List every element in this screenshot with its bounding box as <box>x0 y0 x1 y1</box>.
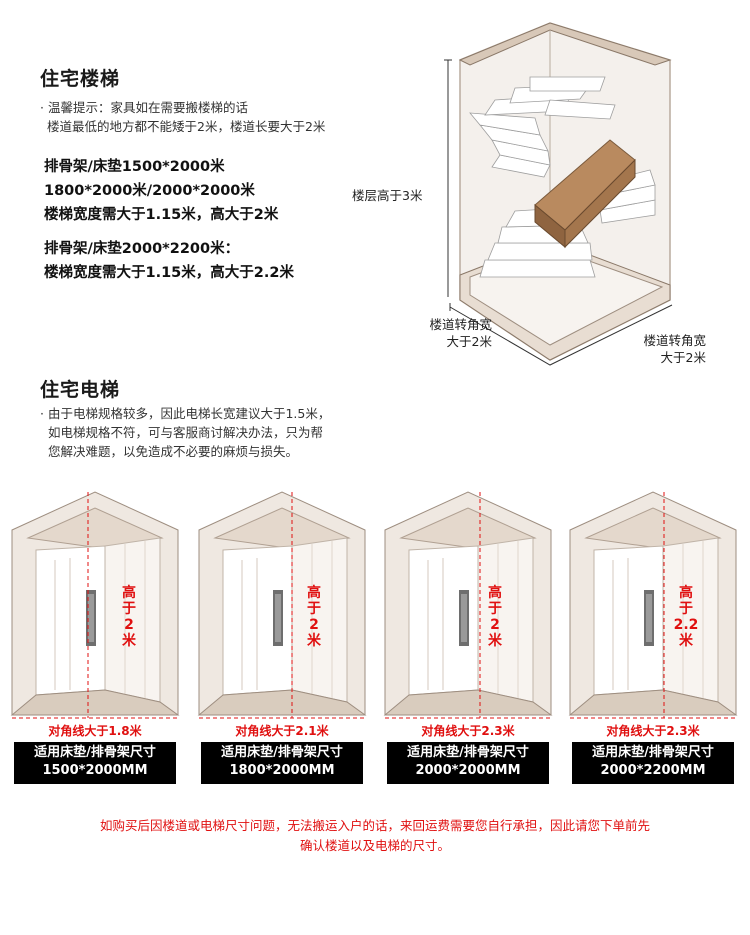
height-char: 2 <box>124 617 134 633</box>
diagonal-label-2: 对角线大于2.1米 <box>232 724 332 738</box>
stairs-spec-1-line-3: 楼梯宽度需大于1.15米，高大于2米 <box>44 207 279 223</box>
elevator-note-line-3: 您解决难题，以免造成不必要的麻烦与损失。 <box>48 444 299 459</box>
elevator-illustration-3 <box>383 491 553 719</box>
height-label-2: 高 于 2 米 <box>303 585 325 649</box>
diagonal-label-1: 对角线大于1.8米 <box>45 724 145 738</box>
spec-box-title: 适用床垫/排骨架尺寸 <box>592 745 714 760</box>
elevator-title: 住宅电梯 <box>40 379 121 401</box>
elevator-note-line-2: 如电梯规格不符，可与客服商讨解决办法，只为帮 <box>48 425 324 440</box>
elevator-illustration-1 <box>10 491 180 719</box>
height-char: 高 <box>488 585 502 601</box>
stairs-spec-2: 排骨架/床垫2000*2200米： 楼梯宽度需大于1.15米，高大于2.2米 <box>44 237 294 285</box>
stairs-spec-1-line-1: 排骨架/床垫1500*2000米 <box>44 159 225 175</box>
diagonal-label-4: 对角线大于2.3米 <box>603 724 703 738</box>
height-char: 高 <box>307 585 321 601</box>
diagonal-wrap-3: 对角线大于2.3米 <box>383 720 553 739</box>
elevator-card-1: 高 于 2 米 对角线大于1.8米 适用床垫/排骨架尺寸 1500*2000MM <box>10 490 180 790</box>
stairs-tip-line-1: · 温馨提示：家具如在需要搬楼梯的话 <box>40 100 248 115</box>
elevator-note-line-1: · 由于电梯规格较多，因此电梯长宽建议大于1.5米， <box>40 406 331 421</box>
height-char: 高 <box>679 585 693 601</box>
height-char: 米 <box>122 633 136 649</box>
spec-box-title: 适用床垫/排骨架尺寸 <box>34 745 156 760</box>
spec-box-2: 适用床垫/排骨架尺寸 1800*2000MM <box>201 742 363 784</box>
corner-width-left-line-2: 大于2米 <box>446 334 492 349</box>
height-char: 米 <box>307 633 321 649</box>
height-char: 于 <box>679 601 693 617</box>
footer-line-1: 如购买后因楼道或电梯尺寸问题，无法搬运入户的话，来回运费需要您自行承担，因此请您… <box>99 818 650 833</box>
height-char: 米 <box>679 633 693 649</box>
diagonal-wrap-1: 对角线大于1.8米 <box>10 720 180 739</box>
elevator-illustration-4 <box>568 491 738 719</box>
spec-box-size: 2000*2200MM <box>600 763 706 778</box>
floor-height-label: 楼层高于3米 <box>352 188 423 203</box>
height-label-3: 高 于 2 米 <box>484 585 506 649</box>
height-char: 2.2 <box>673 617 699 633</box>
elevator-illustration-2 <box>197 491 367 719</box>
spec-box-4: 适用床垫/排骨架尺寸 2000*2200MM <box>572 742 734 784</box>
stairs-title: 住宅楼梯 <box>40 68 121 90</box>
corner-width-right: 楼道转角宽 大于2米 <box>626 332 706 366</box>
stairs-spec-2-line-1: 排骨架/床垫2000*2200米： <box>44 241 240 257</box>
corner-width-right-line-2: 大于2米 <box>660 350 706 365</box>
stairwell-illustration <box>444 22 673 366</box>
stairs-spec-1-line-2: 1800*2000米/2000*2000米 <box>44 183 255 199</box>
height-char: 米 <box>488 633 502 649</box>
diagonal-wrap-4: 对角线大于2.3米 <box>568 720 738 739</box>
height-char: 高 <box>122 585 136 601</box>
spec-box-title: 适用床垫/排骨架尺寸 <box>221 745 343 760</box>
height-label-4: 高 于 2.2 米 <box>671 585 701 649</box>
diagonal-wrap-2: 对角线大于2.1米 <box>197 720 367 739</box>
corner-width-left-line-1: 楼道转角宽 <box>429 317 492 332</box>
corner-width-right-line-1: 楼道转角宽 <box>643 333 706 348</box>
spec-box-1: 适用床垫/排骨架尺寸 1500*2000MM <box>14 742 176 784</box>
stairs-tip: · 温馨提示：家具如在需要搬楼梯的话 楼道最低的地方都不能矮于2米，楼道长要大于… <box>40 98 325 136</box>
spec-box-size: 1800*2000MM <box>229 763 335 778</box>
spec-box-size: 1500*2000MM <box>42 763 148 778</box>
corner-width-left: 楼道转角宽 大于2米 <box>412 316 492 350</box>
spec-box-3: 适用床垫/排骨架尺寸 2000*2000MM <box>387 742 549 784</box>
height-char: 于 <box>488 601 502 617</box>
height-char: 2 <box>490 617 500 633</box>
elevator-card-4: 高 于 2.2 米 对角线大于2.3米 适用床垫/排骨架尺寸 2000*2200… <box>568 490 738 790</box>
stairs-tip-line-2: 楼道最低的地方都不能矮于2米，楼道长要大于2米 <box>47 119 326 134</box>
height-char: 2 <box>309 617 319 633</box>
spec-box-size: 2000*2000MM <box>415 763 521 778</box>
footer-notice: 如购买后因楼道或电梯尺寸问题，无法搬运入户的话，来回运费需要您自行承担，因此请您… <box>20 816 730 856</box>
height-char: 于 <box>122 601 136 617</box>
stairs-spec-2-line-2: 楼梯宽度需大于1.15米，高大于2.2米 <box>44 265 294 281</box>
spec-box-title: 适用床垫/排骨架尺寸 <box>407 745 529 760</box>
elevator-card-2: 高 于 2 米 对角线大于2.1米 适用床垫/排骨架尺寸 1800*2000MM <box>197 490 367 790</box>
elevator-card-3: 高 于 2 米 对角线大于2.3米 适用床垫/排骨架尺寸 2000*2000MM <box>383 490 553 790</box>
elevator-note: · 由于电梯规格较多，因此电梯长宽建议大于1.5米， 如电梯规格不符，可与客服商… <box>40 404 330 461</box>
diagonal-label-3: 对角线大于2.3米 <box>418 724 518 738</box>
height-label-1: 高 于 2 米 <box>118 585 140 649</box>
stairs-spec-1: 排骨架/床垫1500*2000米 1800*2000米/2000*2000米 楼… <box>44 155 278 227</box>
height-char: 于 <box>307 601 321 617</box>
footer-line-2: 确认楼道以及电梯的尺寸。 <box>299 838 450 853</box>
